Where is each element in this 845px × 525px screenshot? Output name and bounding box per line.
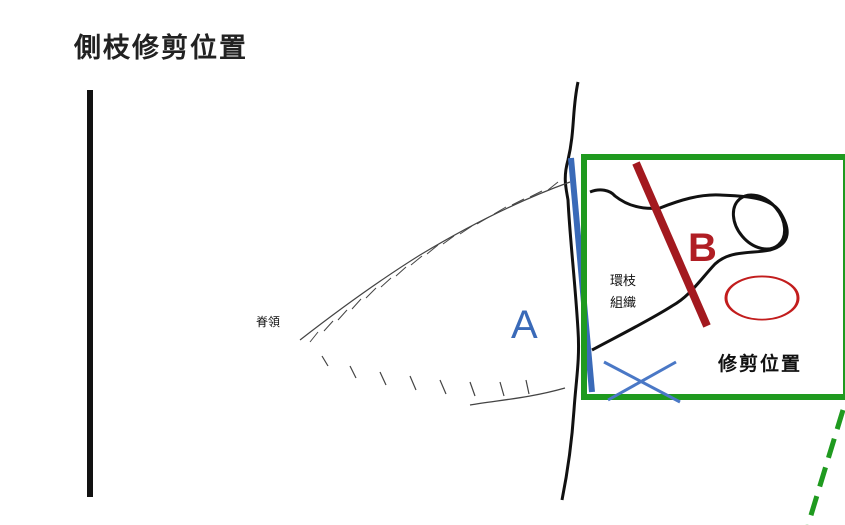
diagram-title: 側枝修剪位置	[74, 33, 248, 64]
ridge-hatches	[309, 181, 559, 343]
correct-mark	[724, 275, 800, 321]
branch-ridge-label: 脊領	[256, 315, 281, 329]
dashed-leader	[805, 409, 845, 525]
cut-a-label: A	[511, 303, 538, 347]
wrong-mark	[603, 360, 681, 404]
highlight-box	[581, 154, 845, 400]
trunk-outline	[560, 81, 581, 501]
cut-position-label: 修剪位置	[718, 353, 803, 375]
branch-collar-label-line2: 組織	[610, 296, 637, 311]
branch-stub-end	[731, 193, 787, 251]
lower-arc-hatches	[321, 355, 530, 397]
branch-collar-label-line1: 環枝	[610, 274, 637, 289]
ridge-curve	[299, 181, 571, 341]
cut-b-label: B	[688, 226, 717, 270]
cut-line-b	[632, 161, 711, 328]
bark-curve	[469, 387, 566, 406]
